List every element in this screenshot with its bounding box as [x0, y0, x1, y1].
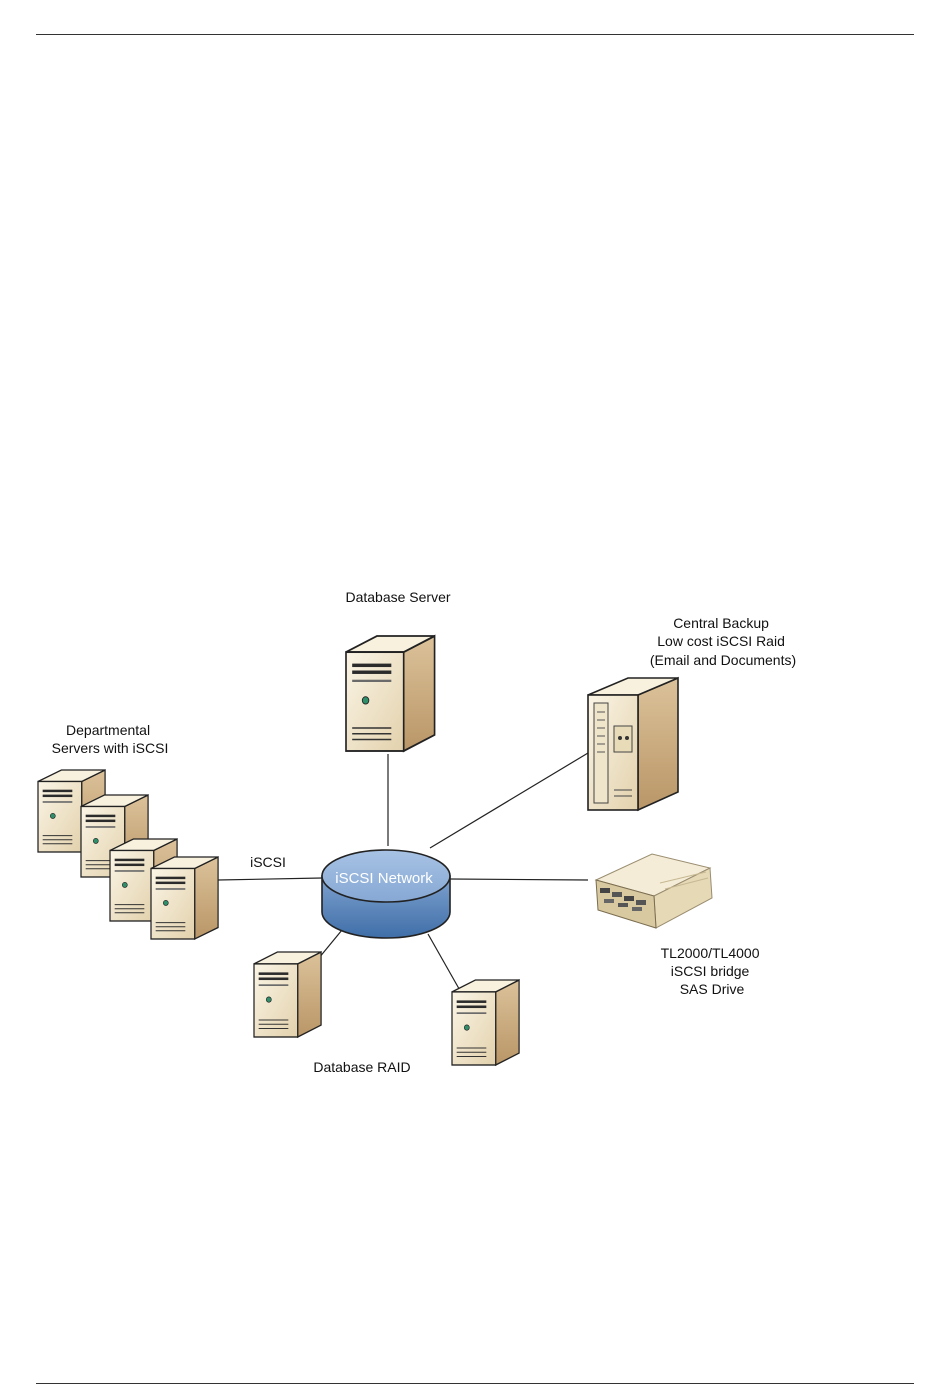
tape-library-icon [596, 854, 712, 928]
database-raid-icon [254, 952, 519, 1065]
database-server-label: Database Server [345, 589, 450, 605]
link-departmental [218, 878, 322, 880]
departmental-label: Departmental Servers with iSCSI [52, 722, 169, 756]
departmental-servers-icon [38, 770, 218, 939]
link-central-backup [430, 753, 588, 848]
hub-label: iSCSI Network [335, 870, 433, 887]
database-raid-label: Database RAID [313, 1059, 410, 1075]
central-backup-label: Central Backup Low cost iSCSI Raid (Emai… [650, 615, 796, 668]
link-tape-library [450, 879, 588, 880]
tape-library-label: TL2000/TL4000 iSCSI bridge SAS Drive [661, 945, 764, 997]
iscsi-link-label: iSCSI [250, 854, 286, 870]
database-server-icon [346, 636, 435, 751]
iscsi-network-hub: iSCSI Network [322, 850, 450, 938]
link-raid-right [428, 934, 462, 994]
rack-server-icon [588, 678, 678, 810]
